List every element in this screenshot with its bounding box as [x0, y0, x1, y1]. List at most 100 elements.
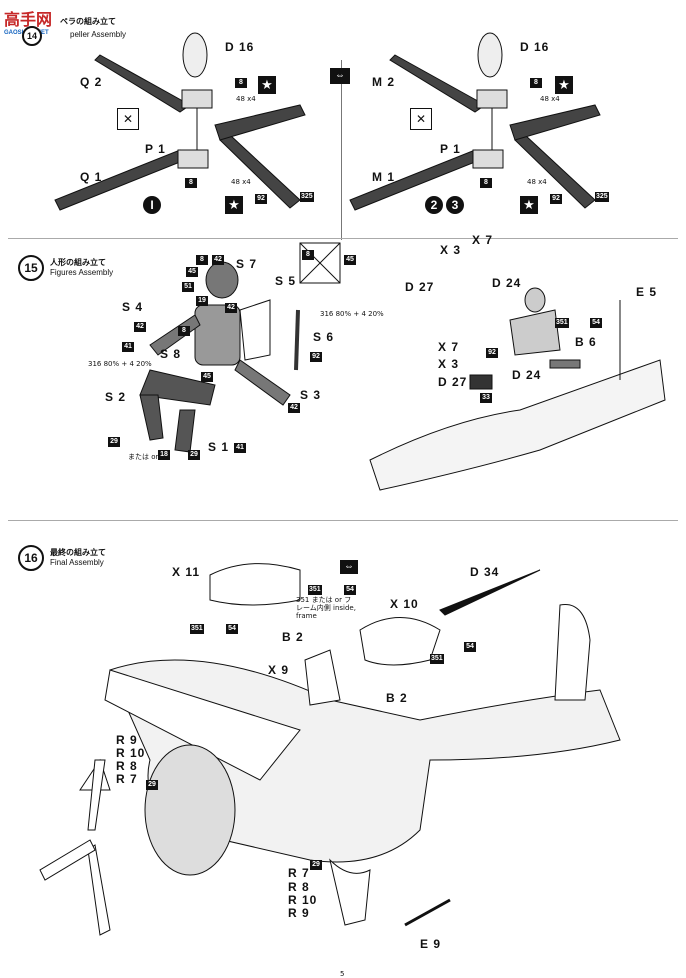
- paint-mark: 33: [480, 393, 492, 403]
- paint-mark: 29: [188, 450, 200, 460]
- part-label: S 4: [122, 300, 144, 314]
- part-label: D 16: [520, 40, 550, 54]
- star-marking-icon: ★: [258, 76, 276, 94]
- paint-mark: 351: [190, 624, 204, 634]
- page-number: 5: [340, 970, 345, 978]
- part-label: S 8: [160, 347, 182, 361]
- part-label: P 1: [440, 142, 461, 156]
- paint-mark: 41: [234, 443, 246, 453]
- paint-mark: 8: [235, 78, 247, 88]
- part-label: E 9: [420, 937, 442, 951]
- part-label: B 6: [575, 335, 597, 349]
- step-14-title-jp: ペラの組み立て: [60, 17, 116, 26]
- part-label: R 8: [116, 759, 138, 773]
- part-label: E 5: [636, 285, 658, 299]
- direction-arrow-icon: ⇔: [330, 68, 350, 84]
- part-label: R 9: [116, 733, 138, 747]
- part-label: D 24: [492, 276, 522, 290]
- part-label: M 2: [372, 75, 396, 89]
- part-label: X 3: [438, 357, 460, 371]
- paint-mark: 42: [225, 303, 237, 313]
- paint-mix-note: 316 80% + 4 20%: [88, 360, 152, 368]
- star-marking-icon: ★: [225, 196, 243, 214]
- star-marking-icon: ★: [520, 196, 538, 214]
- paint-mark: 41: [122, 342, 134, 352]
- part-label: D 24: [512, 368, 542, 382]
- part-label: S 6: [313, 330, 335, 344]
- paint-mark: 54: [226, 624, 238, 634]
- paint-mark: 29: [146, 780, 158, 790]
- paint-mark: 8: [530, 78, 542, 88]
- paint-mark: 18: [158, 450, 170, 460]
- step-16-number: 16: [18, 545, 44, 571]
- paint-mark: 325: [300, 192, 314, 202]
- part-label: P 1: [145, 142, 166, 156]
- paint-mark: 92: [310, 352, 322, 362]
- paint-mark: 54: [590, 318, 602, 328]
- or-note: または or: [128, 453, 159, 461]
- paint-mark: 54: [464, 642, 476, 652]
- part-label: S 3: [300, 388, 322, 402]
- vertical-divider: [341, 60, 342, 240]
- paint-mark: 92: [550, 194, 562, 204]
- paint-mark: 29: [108, 437, 120, 447]
- paint-mark: 92: [486, 348, 498, 358]
- paint-mark: 92: [255, 194, 267, 204]
- part-label: S 5: [275, 274, 297, 288]
- variant-badge: 2: [425, 196, 443, 214]
- part-label: X 3: [440, 243, 462, 257]
- paint-mark: 8: [185, 178, 197, 188]
- part-label: S 2: [105, 390, 127, 404]
- paint-mark: 48 x4: [540, 95, 560, 103]
- part-label: X 11: [172, 565, 201, 579]
- watermark-text: 高手网: [4, 10, 53, 29]
- part-label: D 27: [438, 375, 468, 389]
- part-label: R 7: [288, 866, 310, 880]
- no-glue-icon: ✕: [117, 108, 139, 130]
- paint-mark: 8: [196, 255, 208, 265]
- paint-mark: 351: [430, 654, 444, 664]
- paint-mark: 351: [555, 318, 569, 328]
- step-14-number: 14: [22, 26, 42, 46]
- part-label: M 1: [372, 170, 396, 184]
- part-label: D 34: [470, 565, 500, 579]
- part-label: R 10: [116, 746, 146, 760]
- part-label: X 9: [268, 663, 290, 677]
- part-label: B 2: [386, 691, 408, 705]
- step-16-title-jp: 最終の組み立て: [50, 548, 106, 557]
- horizontal-divider-2: [8, 520, 678, 521]
- paint-mark: 351: [308, 585, 322, 595]
- part-label: X 10: [390, 597, 419, 611]
- paint-mark: 8: [302, 250, 314, 260]
- paint-mark: 8: [178, 326, 190, 336]
- no-glue-icon: ✕: [410, 108, 432, 130]
- part-label: R 7: [116, 772, 138, 786]
- part-label: Q 1: [80, 170, 103, 184]
- direction-arrow-icon: ⇔: [340, 560, 358, 574]
- paint-mark: 29: [310, 860, 322, 870]
- star-marking-icon: ★: [555, 76, 573, 94]
- part-label: D 27: [405, 280, 435, 294]
- part-label: D 16: [225, 40, 255, 54]
- frame-note: 351 または or フレーム内側 inside, frame: [296, 596, 356, 620]
- paint-mark: 48 x4: [236, 95, 256, 103]
- step-15-title-en: Figures Assembly: [50, 268, 114, 277]
- paint-mark: 8: [480, 178, 492, 188]
- paint-mark: 42: [212, 255, 224, 265]
- paint-mark: 45: [186, 267, 198, 277]
- step-14-title-en: peller Assembly: [70, 30, 127, 39]
- paint-mix-note: 316 80% + 4 20%: [320, 310, 384, 318]
- part-label: Q 2: [80, 75, 103, 89]
- part-label: R 9: [288, 906, 310, 920]
- paint-mark: 45: [344, 255, 356, 265]
- variant-badge: I: [143, 196, 161, 214]
- paint-mark: 45: [201, 372, 213, 382]
- paint-mark: 325: [595, 192, 609, 202]
- paint-mark: 42: [134, 322, 146, 332]
- part-label: X 7: [438, 340, 460, 354]
- paint-mark: 54: [344, 585, 356, 595]
- part-label: X 7: [472, 233, 494, 247]
- horizontal-divider-1: [8, 238, 678, 239]
- paint-mark: 48 x4: [231, 178, 251, 186]
